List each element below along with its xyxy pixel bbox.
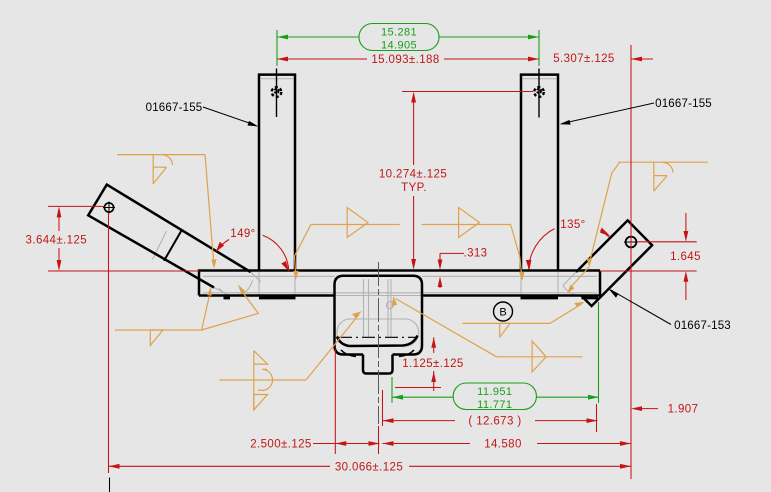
svg-text:14.905: 14.905	[381, 40, 417, 52]
svg-text:1.125±.125: 1.125±.125	[402, 358, 463, 370]
svg-text:14.580: 14.580	[484, 439, 522, 451]
svg-text:TYP.: TYP.	[401, 182, 427, 194]
svg-text:( 12.673 ): ( 12.673 )	[468, 416, 521, 428]
svg-text:10.274±.125: 10.274±.125	[379, 169, 447, 181]
svg-text:3.644±.125: 3.644±.125	[26, 235, 87, 247]
svg-text:11.771: 11.771	[477, 399, 512, 411]
svg-text:1.907: 1.907	[668, 404, 699, 416]
svg-text:B: B	[499, 307, 506, 319]
svg-text:.313: .313	[464, 248, 488, 260]
svg-text:5.307±.125: 5.307±.125	[553, 53, 614, 65]
svg-text:30.066±.125: 30.066±.125	[335, 461, 403, 473]
svg-text:01667-155: 01667-155	[655, 98, 712, 110]
svg-text:2.500±.125: 2.500±.125	[250, 439, 311, 451]
svg-text:135°: 135°	[560, 219, 585, 231]
svg-text:01667-155: 01667-155	[146, 102, 203, 114]
svg-text:01667-153: 01667-153	[674, 320, 731, 332]
svg-text:149°: 149°	[230, 228, 255, 240]
svg-text:11.951: 11.951	[477, 386, 512, 398]
svg-text:15.093±.188: 15.093±.188	[371, 54, 439, 66]
svg-text:1.645: 1.645	[670, 251, 701, 263]
svg-text:15.281: 15.281	[381, 27, 417, 39]
